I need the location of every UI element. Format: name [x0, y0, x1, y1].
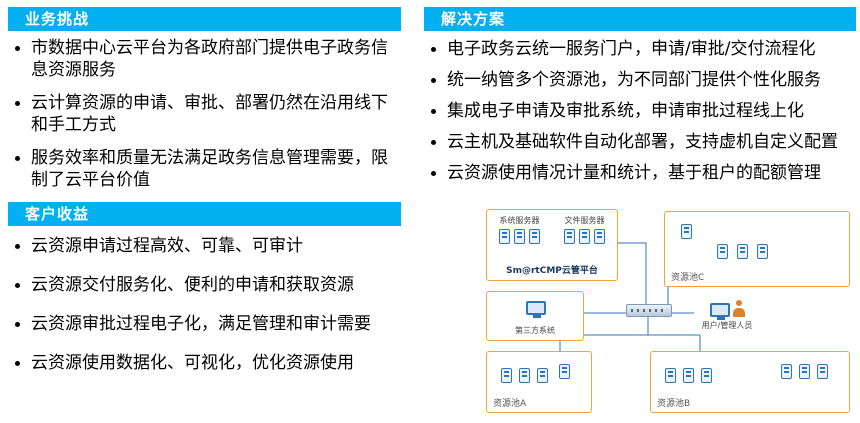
list-item-text: 云主机及基础软件自动化部署，支持虚机自定义配置 — [447, 132, 838, 152]
challenges-list: 市数据中心云平台为各政府部门提供电子政务信息资源服务 云计算资源的申请、审批、部… — [12, 37, 400, 202]
list-item: 云资源使用数据化、可视化，优化资源使用 — [12, 351, 412, 375]
list-item: 云资源申请过程高效、可靠、可审计 — [12, 234, 412, 258]
server-icon — [559, 364, 570, 379]
user-admin-group: 用户/管理人员 — [694, 295, 760, 331]
list-item-text: 云资源交付服务化、便利的申请和获取资源 — [31, 275, 354, 295]
solution-list: 电子政务云统一服务门户，申请/审批/交付流程化 统一纳管多个资源池，为不同部门提… — [428, 37, 860, 192]
list-item-text: 云资源使用数据化、可视化，优化资源使用 — [31, 353, 354, 373]
server-icon — [501, 368, 512, 383]
server-icon — [519, 368, 530, 383]
list-item-text: 服务效率和质量无法满足政务信息管理需要，限制了云平台价值 — [31, 148, 388, 190]
bullet-icon — [15, 101, 20, 106]
bullet-icon — [431, 78, 436, 83]
list-item: 电子政务云统一服务门户，申请/审批/交付流程化 — [428, 37, 860, 61]
user-admin-label: 用户/管理人员 — [701, 321, 753, 330]
server-icon — [701, 368, 712, 383]
cloud-platform-box: 系统服务器 文件服务器 Sm@rtCMP云管平台 — [486, 209, 618, 281]
list-item-text: 云资源申请过程高效、可靠、可审计 — [31, 236, 303, 256]
list-item-text: 统一纳管多个资源池，为不同部门提供个性化服务 — [447, 70, 821, 90]
third-party-box: 第三方系统 — [486, 291, 584, 341]
monitor-icon — [709, 303, 730, 320]
server-icon — [594, 229, 605, 244]
server-icon — [781, 364, 792, 379]
list-item-text: 电子政务云统一服务门户，申请/审批/交付流程化 — [447, 39, 816, 59]
server-icon — [683, 368, 694, 383]
section-header-solution: 解决方案 — [424, 7, 856, 31]
list-item-text: 集成电子申请及审批系统，申请审批过程线上化 — [447, 101, 804, 121]
list-item: 市数据中心云平台为各政府部门提供电子政务信息资源服务 — [12, 37, 400, 81]
bullet-icon — [15, 322, 20, 327]
bullet-icon — [15, 156, 20, 161]
list-item: 统一纳管多个资源池，为不同部门提供个性化服务 — [428, 68, 860, 92]
server-icon — [564, 229, 575, 244]
server-icon — [757, 244, 768, 259]
server-icon — [681, 224, 692, 239]
resource-pool-c-box: 资源池C — [664, 211, 850, 287]
list-item: 云资源使用情况计量和统计，基于租户的配额管理 — [428, 161, 860, 185]
server-icon — [717, 244, 728, 259]
pool-b-label: 资源池B — [657, 399, 691, 409]
resource-pool-a-box: 资源池A — [486, 351, 592, 413]
architecture-diagram: 系统服务器 文件服务器 Sm@rtCMP云管平台 第三方系统 — [478, 203, 858, 421]
list-item: 集成电子申请及审批系统，申请审批过程线上化 — [428, 99, 860, 123]
list-item-text: 云资源审批过程电子化，满足管理和审计需要 — [31, 314, 371, 334]
section-header-benefits: 客户收益 — [8, 202, 401, 226]
bullet-icon — [15, 361, 20, 366]
list-item-text: 云计算资源的申请、审批、部署仍然在沿用线下和手工方式 — [31, 93, 388, 135]
server-icon — [579, 229, 590, 244]
list-item-text: 市数据中心云平台为各政府部门提供电子政务信息资源服务 — [31, 38, 388, 80]
third-party-label: 第三方系统 — [515, 326, 555, 335]
bullet-icon — [431, 140, 436, 145]
server-icon — [737, 244, 748, 259]
list-item: 服务效率和质量无法满足政务信息管理需要，限制了云平台价值 — [12, 147, 400, 191]
bullet-icon — [431, 171, 436, 176]
system-server-label: 系统服务器 — [499, 216, 540, 225]
network-switch-icon — [626, 304, 672, 317]
bullet-icon — [15, 283, 20, 288]
bullet-icon — [431, 109, 436, 114]
server-icon — [499, 229, 510, 244]
list-item: 云计算资源的申请、审批、部署仍然在沿用线下和手工方式 — [12, 92, 400, 136]
list-item: 云资源审批过程电子化，满足管理和审计需要 — [12, 312, 412, 336]
server-icon — [799, 364, 810, 379]
section-header-challenges: 业务挑战 — [8, 7, 401, 31]
server-icon — [537, 368, 548, 383]
bullet-icon — [15, 46, 20, 51]
resource-pool-b-box: 资源池B — [650, 351, 850, 413]
platform-label: Sm@rtCMP云管平台 — [506, 266, 598, 276]
bullet-icon — [431, 47, 436, 52]
monitor-icon — [526, 301, 546, 318]
server-icon — [529, 229, 540, 244]
file-server-group: 文件服务器 — [564, 215, 605, 244]
system-server-group: 系统服务器 — [499, 215, 540, 244]
list-item: 云资源交付服务化、便利的申请和获取资源 — [12, 273, 412, 297]
list-item-text: 云资源使用情况计量和统计，基于租户的配额管理 — [447, 163, 821, 183]
benefits-list: 云资源申请过程高效、可靠、可审计 云资源交付服务化、便利的申请和获取资源 云资源… — [12, 234, 412, 390]
server-icon — [514, 229, 525, 244]
server-icon — [817, 364, 828, 379]
pool-c-label: 资源池C — [671, 273, 705, 283]
list-item: 云主机及基础软件自动化部署，支持虚机自定义配置 — [428, 130, 860, 154]
person-icon — [732, 300, 745, 317]
file-server-label: 文件服务器 — [564, 216, 605, 225]
bullet-icon — [15, 244, 20, 249]
server-icon — [665, 368, 676, 383]
pool-a-label: 资源池A — [493, 399, 527, 409]
